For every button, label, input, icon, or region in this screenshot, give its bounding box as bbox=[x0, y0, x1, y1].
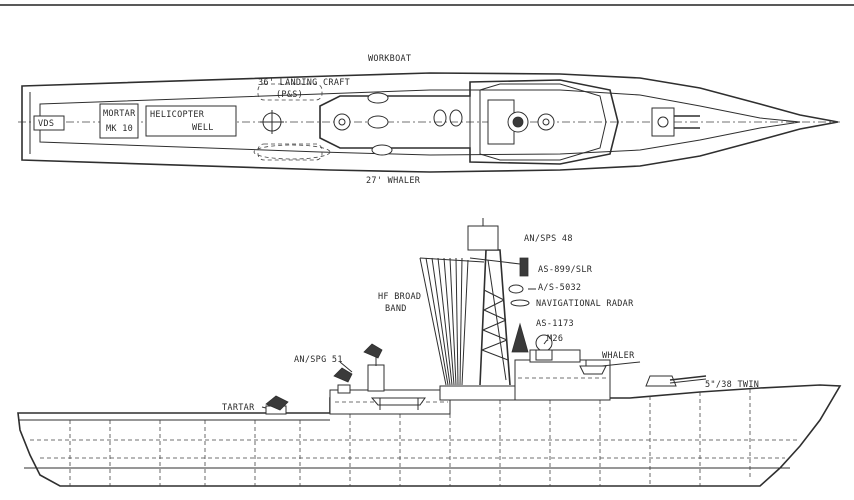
helicopter-label-2: WELL bbox=[192, 123, 214, 133]
spg51-dish-1 bbox=[363, 343, 383, 359]
helicopter-label-1: HELICOPTER bbox=[150, 110, 205, 120]
landing-craft-label: 36' LANDING CRAFT bbox=[258, 78, 350, 88]
plan-hull-outline bbox=[21, 72, 839, 173]
landing-craft-outline-2 bbox=[257, 143, 323, 161]
plan-view: VDS MORTAR MK 10 HELICOPTER WELL 36' LAN… bbox=[18, 54, 840, 186]
as899-label: AS-899/SLR bbox=[538, 265, 593, 275]
plan-mount-1 bbox=[333, 113, 351, 131]
profile-forward-gun bbox=[645, 375, 677, 387]
vds-box bbox=[33, 115, 65, 131]
landing-craft-sub: (P&S) bbox=[276, 90, 303, 100]
workboat-label: WORKBOAT bbox=[368, 54, 411, 64]
mortar-label-1: MORTAR bbox=[103, 109, 136, 119]
as1173-label: AS-1173 bbox=[536, 319, 574, 329]
as899-antenna bbox=[519, 257, 529, 277]
whaler-profile-label: WHALER bbox=[602, 351, 635, 361]
helicopter-well-box bbox=[145, 105, 237, 137]
sps48-antenna bbox=[467, 225, 499, 251]
m26-label: M26 bbox=[547, 334, 563, 344]
profile-view: AN/SPS 48 AS-899/SLR A/S-5032 NAVIGATION… bbox=[17, 218, 842, 487]
plan-boat-1 bbox=[367, 115, 389, 129]
tartar-label: TARTAR bbox=[222, 403, 255, 413]
spg51-dish-2 bbox=[333, 367, 353, 383]
profile-mast bbox=[479, 249, 511, 386]
hf-label-2: BAND bbox=[385, 304, 407, 314]
mortar-box bbox=[99, 103, 139, 139]
vds-label: VDS bbox=[38, 119, 54, 129]
gun-label: 5"/38 TWIN bbox=[705, 380, 759, 390]
plan-whaler bbox=[253, 144, 331, 160]
hf-antenna-fan bbox=[419, 257, 485, 386]
as1173-antenna bbox=[511, 322, 529, 353]
spg51-label: AN/SPG 51 bbox=[294, 355, 343, 365]
whaler-plan-label: 27' WHALER bbox=[366, 176, 421, 186]
sps48-label: AN/SPS 48 bbox=[524, 234, 573, 244]
nav-radar-label: NAVIGATIONAL RADAR bbox=[536, 299, 634, 309]
spg51-pedestal bbox=[367, 364, 385, 392]
nav-radar-antenna bbox=[510, 299, 530, 307]
as5032-antenna bbox=[508, 284, 524, 294]
profile-whaler bbox=[370, 397, 426, 406]
as5032-label: A/S-5032 bbox=[538, 283, 581, 293]
mortar-label-2: MK 10 bbox=[106, 124, 133, 134]
hf-label-1: HF BROAD bbox=[378, 292, 421, 302]
profile-whaler-boat bbox=[579, 365, 607, 375]
plan-mount-2 bbox=[537, 113, 555, 131]
landing-craft-outline bbox=[257, 83, 323, 101]
